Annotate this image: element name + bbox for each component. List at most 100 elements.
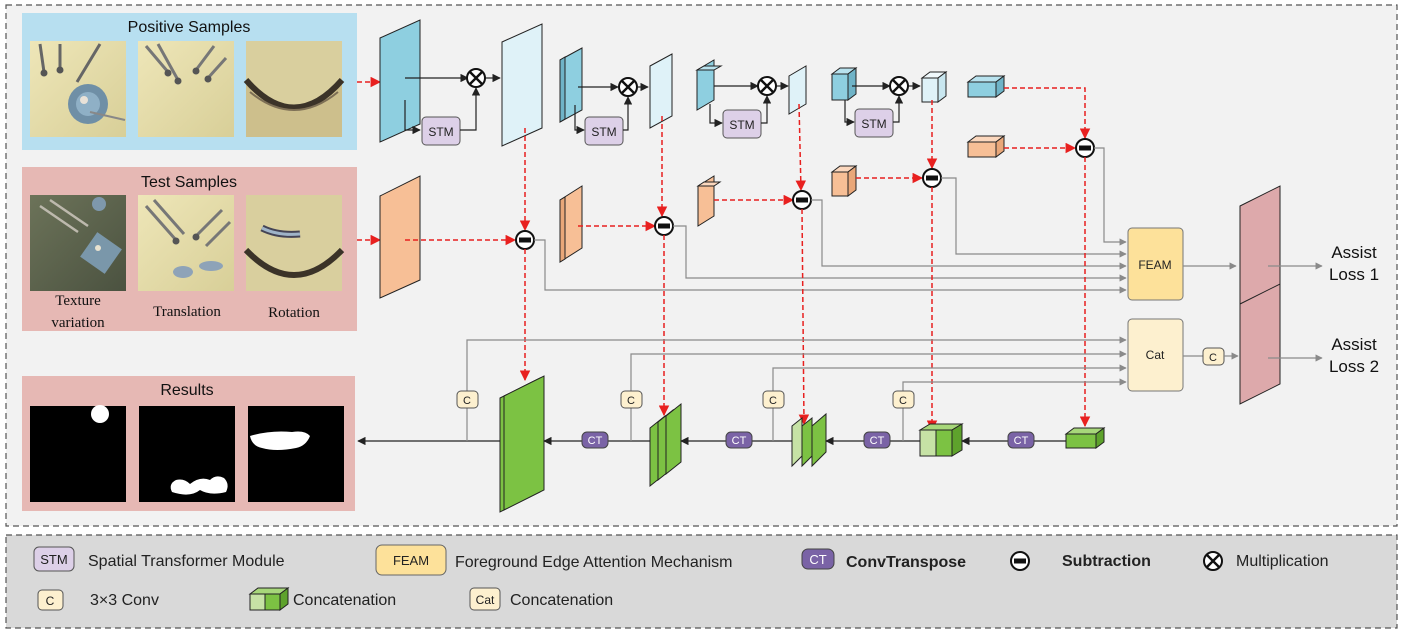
subtraction-node-5	[1075, 138, 1095, 158]
svg-text:C: C	[46, 594, 55, 608]
assist-output-map-2	[1239, 283, 1281, 405]
conv-c-block-5: C	[1202, 347, 1225, 366]
stm-label: STM	[428, 125, 453, 139]
legend-concatenation-green: Concatenation	[248, 587, 396, 611]
positive-samples-panel: Positive Samples	[22, 13, 357, 150]
positive-feature-map-5	[967, 81, 997, 98]
conv-c-block-2: C	[620, 390, 643, 409]
cat-block	[1127, 318, 1184, 392]
feam-label: FEAM	[1138, 258, 1171, 272]
svg-text:C: C	[1209, 352, 1217, 364]
subtraction-node-2	[654, 216, 674, 236]
svg-text:Spatial Transformer Module: Spatial Transformer Module	[88, 553, 285, 570]
assist-loss-1-line2: Loss 1	[1329, 265, 1379, 284]
legend-cat: Cat Concatenation	[469, 587, 613, 611]
test-sample-image-translation	[138, 195, 234, 291]
stm-block-1	[421, 116, 461, 146]
caption-texture-line2: variation	[51, 315, 105, 331]
ct-block-1: CT	[581, 431, 609, 449]
svg-text:Concatenation: Concatenation	[293, 592, 396, 609]
svg-text:CT: CT	[732, 435, 747, 447]
subtraction-node-4	[922, 168, 942, 188]
assist-loss-2-line2: Loss 2	[1329, 357, 1379, 376]
caption-texture-line1: Texture	[55, 293, 101, 309]
ct-block-3: CT	[863, 431, 891, 449]
multiply-node-2	[618, 77, 638, 97]
results-title: Results	[160, 382, 213, 399]
test-sample-image-rotation	[243, 195, 345, 291]
stm-label: STM	[591, 125, 616, 139]
subtraction-node-1	[515, 230, 535, 250]
svg-text:CT: CT	[588, 435, 603, 447]
stm-label: STM	[729, 118, 754, 132]
multiplication-icon	[1206, 554, 1220, 568]
positive-feature-map-3	[696, 59, 715, 111]
svg-text:Cat: Cat	[476, 593, 495, 607]
positive-samples-title: Positive Samples	[128, 19, 251, 36]
test-feature-map-5	[967, 141, 997, 158]
test-sample-image-texture	[30, 195, 126, 291]
positive-attended-map-4	[921, 77, 939, 103]
test-samples-panel: Test Samples Texture variation Translati…	[22, 167, 357, 331]
conv-c-block-3: C	[762, 390, 785, 409]
subtraction-icon	[1014, 558, 1026, 564]
conv-c-block-1: C	[456, 390, 479, 409]
svg-text:ConvTranspose: ConvTranspose	[846, 554, 966, 571]
legend: STM Spatial Transformer Module FEAM Fore…	[33, 544, 1328, 611]
svg-text:CT: CT	[1014, 435, 1029, 447]
ct-block-2: CT	[725, 431, 753, 449]
ct-block-4: CT	[1007, 431, 1035, 449]
result-mask-3	[248, 406, 344, 502]
legend-multiplication: Multiplication	[1203, 551, 1328, 571]
conv-c-block-4: C	[892, 390, 915, 409]
cat-label: Cat	[1146, 348, 1165, 362]
assist-loss-2-line1: Assist	[1331, 335, 1377, 354]
svg-text:C: C	[769, 395, 777, 407]
legend-frame	[5, 534, 1398, 629]
svg-text:STM: STM	[40, 552, 67, 567]
positive-feature-map-4	[831, 73, 849, 101]
legend-ct: CT ConvTranspose	[801, 548, 966, 571]
svg-text:C: C	[627, 395, 635, 407]
svg-text:Multiplication: Multiplication	[1236, 553, 1328, 570]
test-feature-map-1	[379, 175, 421, 299]
positive-sample-image-3	[243, 41, 345, 137]
stm-label: STM	[861, 117, 886, 131]
test-feature-map-4	[831, 171, 849, 197]
stm-block-3	[722, 109, 762, 139]
stm-block-2	[584, 116, 624, 146]
decoder-map-5	[1065, 433, 1097, 449]
results-panel: Results	[22, 376, 355, 511]
svg-text:Concatenation: Concatenation	[510, 592, 613, 609]
caption-translation: Translation	[153, 304, 221, 320]
test-feature-map-3	[697, 175, 715, 227]
svg-text:FEAM: FEAM	[393, 553, 429, 568]
assist-loss-1-line1: Assist	[1331, 243, 1377, 262]
positive-sample-image-2	[138, 41, 234, 137]
caption-rotation: Rotation	[268, 305, 320, 321]
result-mask-1	[30, 406, 126, 502]
legend-subtraction: Subtraction	[1010, 551, 1151, 571]
positive-feature-map-1	[379, 19, 421, 143]
multiply-node-3	[757, 76, 777, 96]
decoder-map-4	[919, 429, 937, 457]
legend-conv: C 3×3 Conv	[37, 589, 159, 611]
svg-text:3×3 Conv: 3×3 Conv	[90, 592, 159, 609]
multiply-node-4	[889, 76, 909, 96]
subtraction-node-3	[792, 190, 812, 210]
stm-block-4	[854, 108, 894, 138]
svg-text:C: C	[463, 395, 471, 407]
svg-text:Foreground Edge Attention Mech: Foreground Edge Attention Mechanism	[455, 554, 733, 571]
svg-text:CT: CT	[809, 552, 826, 567]
positive-attended-map-1	[501, 23, 543, 147]
test-samples-title: Test Samples	[141, 174, 237, 191]
svg-text:Subtraction: Subtraction	[1062, 553, 1151, 570]
svg-text:CT: CT	[870, 435, 885, 447]
svg-text:C: C	[899, 395, 907, 407]
positive-sample-image-1	[30, 41, 126, 137]
multiply-node-1	[466, 68, 486, 88]
legend-stm: STM Spatial Transformer Module	[33, 546, 285, 572]
positive-attended-map-3	[788, 65, 807, 115]
positive-attended-map-2	[649, 53, 673, 129]
